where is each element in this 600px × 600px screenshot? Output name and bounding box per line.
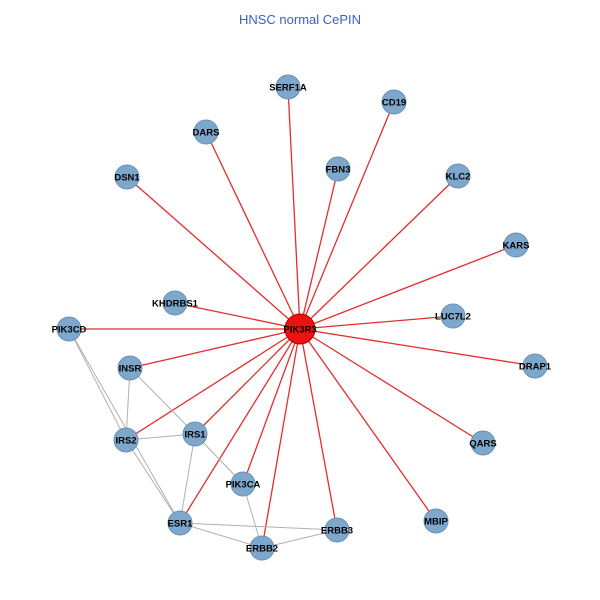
edge-PIK3R3-MBIP	[299, 328, 437, 522]
node-label-ESR1: ESR1	[168, 518, 194, 529]
node-LUC7L2	[440, 303, 466, 329]
node-PIK3R3	[284, 313, 316, 345]
node-INSR	[117, 355, 143, 381]
edge-PIK3R3-KHDRBS1	[174, 302, 301, 330]
node-label-KLC2: KLC2	[446, 171, 471, 182]
node-DARS	[193, 119, 219, 145]
node-label-PIK3CD: PIK3CD	[52, 324, 87, 335]
node-label-LUC7L2: LUC7L2	[435, 311, 471, 322]
node-label-FBN3: FBN3	[326, 164, 351, 175]
node-label-DARS: DARS	[193, 127, 220, 138]
edge-PIK3R3-KLC2	[299, 175, 459, 330]
node-label-IRS2: IRS2	[115, 435, 136, 446]
node-label-QARS: QARS	[469, 438, 496, 449]
node-label-ERBB3: ERBB3	[321, 525, 353, 536]
node-label-KHDRBS1: KHDRBS1	[152, 298, 199, 309]
node-KARS	[503, 232, 529, 258]
node-label-CD19: CD19	[382, 97, 406, 108]
node-MBIP	[423, 508, 449, 534]
edge-PIK3R3-DRAP1	[299, 328, 536, 367]
edge-PIK3R3-LUC7L2	[299, 315, 454, 330]
edge-PIK3R3-ERBB3	[299, 328, 338, 531]
node-label-IRS1: IRS1	[184, 429, 206, 440]
edge-PIK3R3-SERF1A	[287, 86, 301, 330]
node-IRS1	[182, 421, 208, 447]
node-label-PIK3CA: PIK3CA	[226, 479, 261, 490]
edge-PIK3R3-ERBB2	[261, 328, 301, 549]
edge-ESR1-ERBB2	[179, 522, 263, 549]
edge-PIK3R3-DSN1	[126, 176, 301, 330]
node-QARS	[470, 430, 496, 456]
node-PIK3CA	[230, 471, 256, 497]
edge-ESR1-ERBB3	[179, 522, 338, 531]
edge-PIK3R3-DARS	[205, 131, 301, 330]
edge-ERBB2-ERBB3	[261, 529, 338, 549]
node-ERBB2	[249, 535, 275, 561]
edge-IRS2-ESR1	[125, 439, 181, 524]
node-label-DSN1: DSN1	[114, 172, 140, 183]
edge-PIK3R3-IRS1	[194, 328, 301, 435]
node-CD19	[381, 89, 407, 115]
node-label-DRAP1: DRAP1	[519, 361, 552, 372]
edge-PIK3CD-ESR1	[68, 328, 181, 524]
page-title: HNSC normal CePIN	[239, 12, 361, 27]
node-PIK3CD	[56, 316, 82, 342]
node-IRS2	[113, 427, 139, 453]
edge-PIK3R3-FBN3	[299, 168, 339, 330]
node-FBN3	[325, 156, 351, 182]
edge-PIK3R3-IRS2	[125, 328, 301, 441]
edge-PIK3R3-ESR1	[179, 328, 301, 524]
node-KLC2	[445, 163, 471, 189]
node-label-ERBB2: ERBB2	[246, 543, 278, 554]
node-label-MBIP: MBIP	[424, 516, 448, 527]
edge-PIK3R3-QARS	[299, 328, 484, 444]
node-label-KARS: KARS	[503, 240, 530, 251]
node-ERBB3	[324, 517, 350, 543]
edge-INSR-IRS1	[129, 367, 196, 435]
node-DRAP1	[522, 353, 548, 379]
node-ESR1	[167, 510, 193, 536]
edge-PIK3R3-PIK3CA	[242, 328, 301, 485]
node-label-SERF1A: SERF1A	[269, 82, 307, 93]
edge-IRS1-ESR1	[179, 433, 196, 524]
node-DSN1	[114, 164, 140, 190]
edge-PIK3R3-KARS	[299, 244, 517, 330]
node-label-PIK3R3: PIK3R3	[283, 324, 316, 335]
node-label-INSR: INSR	[119, 363, 142, 374]
edge-PIK3R3-CD19	[299, 101, 395, 330]
node-SERF1A	[275, 74, 301, 100]
node-KHDRBS1	[162, 290, 188, 316]
edge-PIK3CD-IRS2	[68, 328, 127, 441]
edge-PIK3R3-INSR	[129, 328, 301, 369]
